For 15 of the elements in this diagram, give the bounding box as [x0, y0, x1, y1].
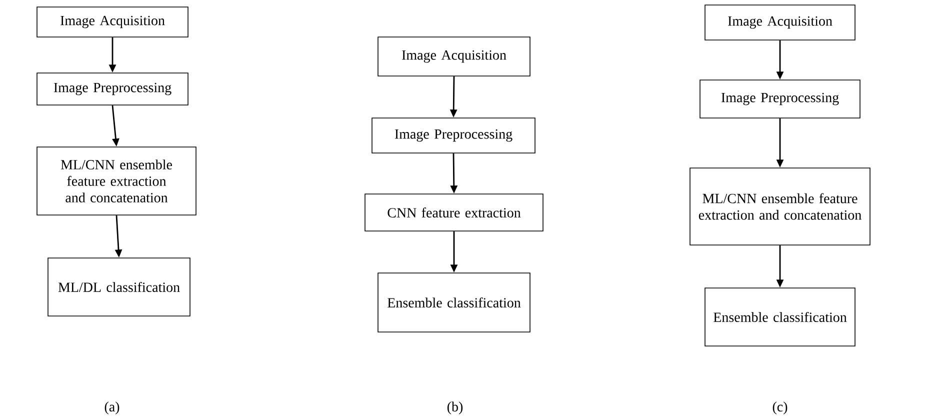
process-box: Image Preprocessing [36, 72, 188, 106]
process-box: Image Acquisition [378, 36, 530, 76]
panel-label: (c) [772, 402, 788, 414]
process-box: ML/CNN ensemble feature extraction and concatenation [690, 168, 870, 246]
process-box: Image Preprocessing [372, 118, 536, 154]
process-box: Ensemble classification [378, 272, 530, 332]
process-box: ML/CNN ensemble feature extraction and concatenation [36, 146, 196, 216]
process-box: Image Acquisition [704, 4, 856, 40]
process-box: Ensemble classification [704, 288, 856, 346]
panel-label: (b) [447, 402, 463, 414]
process-box: CNN feature extraction [364, 194, 544, 232]
process-box: ML/DL classification [48, 258, 190, 316]
process-box: Image Acquisition [36, 6, 188, 38]
process-box: Image Preprocessing [700, 80, 860, 118]
panel-label: (a) [104, 402, 120, 414]
